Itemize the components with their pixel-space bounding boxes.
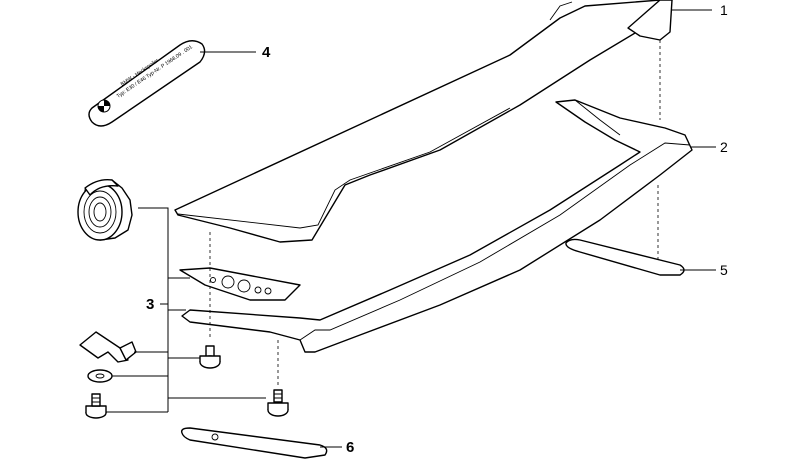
callout-6: 6	[346, 439, 354, 456]
screw-center	[267, 389, 289, 417]
screw-left	[85, 393, 107, 419]
mounting-template	[179, 267, 301, 301]
callout-1: 1	[720, 2, 728, 18]
adhesive-tape-roll	[77, 178, 133, 241]
rear-spoiler-base	[181, 99, 693, 353]
seal-strip	[180, 427, 328, 459]
bracket-clip	[79, 331, 137, 363]
leader-lines	[106, 9, 716, 448]
callout-2: 2	[720, 139, 728, 155]
callout-4: 4	[262, 44, 271, 61]
assembly-lines	[209, 40, 661, 385]
callout-3: 3	[146, 296, 154, 313]
rear-spoiler-upper	[174, 0, 673, 243]
spoiler-pad	[565, 238, 685, 276]
washer	[87, 369, 113, 383]
nut-center	[199, 345, 221, 369]
callout-5: 5	[720, 262, 728, 278]
label-plate: BMW - Heckspoiler Typ: E30 / E46 Typ-Nr.…	[88, 40, 206, 127]
